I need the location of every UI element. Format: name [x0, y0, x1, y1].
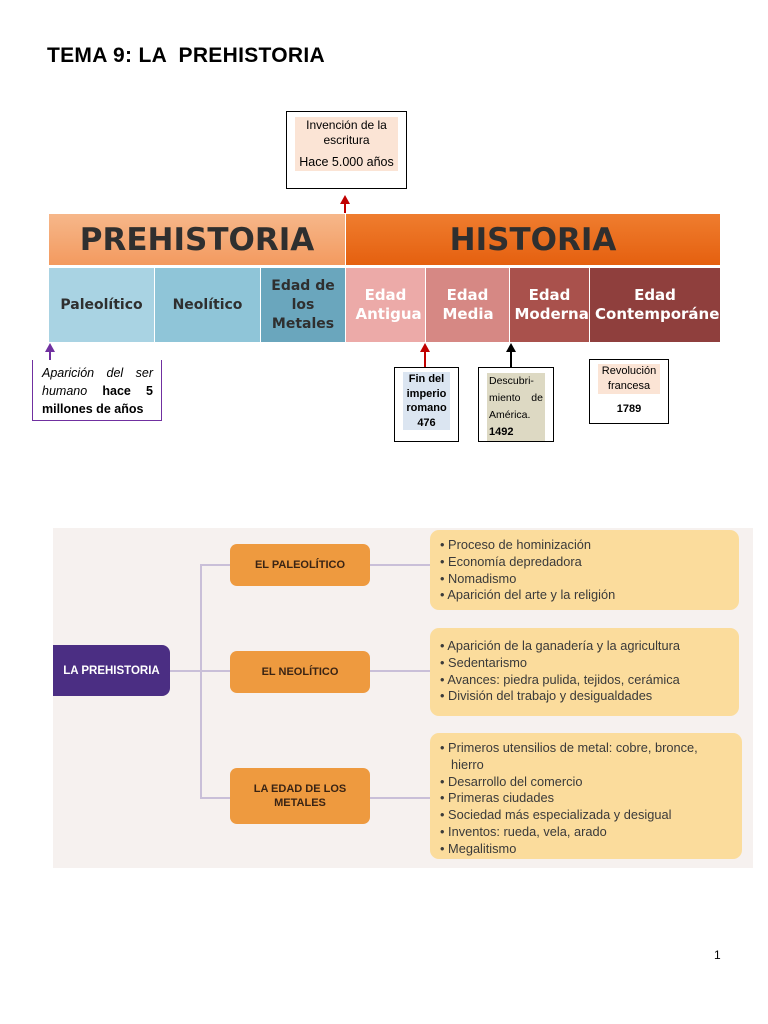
event-box-america: Descubri-miento de América. 1492 — [478, 367, 554, 442]
mindmap-node-paleolitico: EL PALEOLÍTICO — [230, 544, 370, 586]
arrowhead-america — [506, 343, 516, 352]
event-box-imperio-romano: Fin del imperio romano 476 — [394, 367, 459, 442]
period-contemporanea: Edad Contemporánea — [590, 268, 730, 342]
list-item: Avances: piedra pulida, tejidos, cerámic… — [440, 672, 729, 689]
connector-trunk — [200, 564, 202, 799]
mindmap-detail-neolitico: Aparición de la ganadería y la agricultu… — [430, 628, 739, 716]
arrowhead-escritura — [340, 195, 350, 204]
connector-detail-3 — [370, 797, 430, 799]
event-revolucion-text: Revolución francesa — [598, 364, 660, 394]
period-moderna-label: Edad Moderna — [514, 286, 589, 323]
list-item: Proceso de hominización — [440, 537, 729, 554]
list-item: Aparición de la ganadería y la agricultu… — [440, 638, 729, 655]
list-item: Sedentarismo — [440, 655, 729, 672]
event-box-ser-humano: Aparición del ser humano hace 5 millones… — [32, 360, 162, 421]
connector-branch-2 — [201, 670, 230, 672]
event-ser-humano-date: hace 5 millones de años — [42, 384, 153, 416]
event-box-escritura: Invención de la escritura Hace 5.000 año… — [286, 111, 407, 189]
period-neolitico: Neolítico — [155, 268, 260, 342]
list-item: Aparición del arte y la religión — [440, 587, 729, 604]
mindmap-detail-paleolitico: Proceso de hominización Economía depreda… — [430, 530, 739, 610]
period-metales-label: Edad de los Metales — [271, 277, 335, 332]
mindmap-node-metales: LA EDAD DE LOS METALES — [230, 768, 370, 824]
list-item: Inventos: rueda, vela, arado — [440, 824, 732, 841]
event-revolucion-year: 1789 — [616, 403, 642, 415]
page-title: TEMA 9: LA PREHISTORIA — [47, 44, 325, 67]
arrowhead-ser-humano — [45, 343, 55, 352]
list-item: División del trabajo y desigualdades — [440, 688, 729, 705]
era-historia: HISTORIA — [346, 214, 720, 265]
connector-root — [170, 670, 201, 672]
event-escritura-date: Hace 5.000 años — [299, 155, 394, 169]
mindmap-detail-metales: Primeros utensilios de metal: cobre, bro… — [430, 733, 742, 859]
mindmap-node-neolitico: EL NEOLÍTICO — [230, 651, 370, 693]
arrow-america — [510, 351, 512, 367]
list-item: Sociedad más especializada y desigual — [440, 807, 732, 824]
list-item: Nomadismo — [440, 571, 729, 588]
period-media-label: Edad Media — [442, 286, 494, 323]
page-number: 1 — [714, 948, 721, 962]
arrowhead-imperio — [420, 343, 430, 352]
list-item: Megalitismo — [440, 841, 732, 858]
connector-detail-1 — [370, 564, 430, 566]
period-media: Edad Media — [426, 268, 509, 342]
list-item: Desarrollo del comercio — [440, 774, 732, 791]
list-item: Primeras ciudades — [440, 790, 732, 807]
arrow-escritura — [344, 203, 346, 213]
period-antigua-label: Edad Antigua — [355, 286, 422, 323]
event-box-revolucion: Revolución francesa 1789 — [589, 359, 669, 424]
mindmap-node-metales-label: LA EDAD DE LOS METALES — [253, 783, 347, 809]
connector-branch-3 — [201, 797, 230, 799]
period-metales: Edad de los Metales — [261, 268, 345, 342]
period-contemporanea-label: Edad Contemporánea — [595, 286, 730, 323]
connector-detail-2 — [370, 670, 430, 672]
list-item: Economía depredadora — [440, 554, 729, 571]
mindmap-root: LA PREHISTORIA — [53, 645, 170, 696]
era-prehistoria: PREHISTORIA — [49, 214, 345, 265]
arrow-imperio — [424, 351, 426, 367]
event-ser-humano-text: Aparición del ser humano — [42, 366, 153, 398]
event-imperio-text: Fin del imperio romano — [406, 373, 447, 414]
period-paleolitico: Paleolítico — [49, 268, 154, 342]
arrow-ser-humano — [49, 351, 51, 360]
event-america-year: 1492 — [489, 426, 514, 438]
event-imperio-year: 476 — [417, 416, 436, 429]
period-moderna: Edad Moderna — [510, 268, 589, 342]
event-america-text: Descubri-miento de América. — [489, 375, 543, 421]
period-antigua: Edad Antigua — [346, 268, 425, 342]
event-escritura-text: Invención de la escritura — [306, 118, 387, 147]
connector-branch-1 — [201, 564, 230, 566]
list-item: Primeros utensilios de metal: cobre, bro… — [440, 740, 732, 774]
